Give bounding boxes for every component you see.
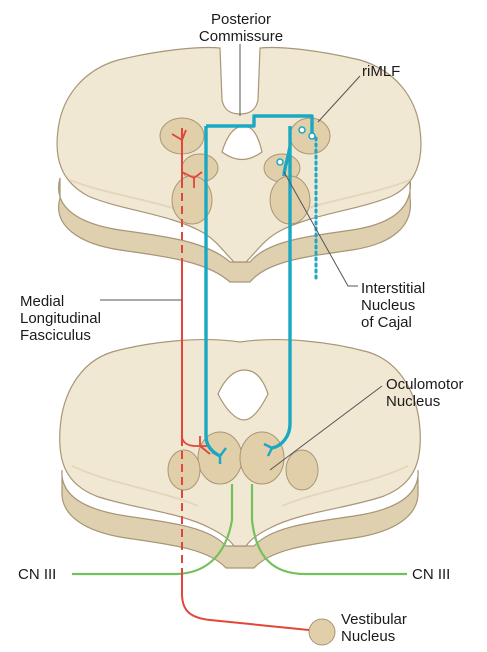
posterior-commissure-label-line1: Posterior (196, 11, 286, 28)
rimlf-label: riMLF (362, 63, 400, 80)
vestibular-nucleus-circle (309, 619, 335, 645)
right-lateral-nucleus (286, 450, 318, 490)
mlf-label-line1: Medial (20, 293, 101, 310)
cn3-right-label-text: CN III (412, 566, 450, 583)
lower-midbrain-section (60, 340, 421, 568)
right-oculomotor-nucleus (240, 432, 284, 484)
blue-interstitial-dot (277, 159, 283, 165)
interstitial-nucleus-label-line3: of Cajal (361, 314, 425, 331)
upper-midbrain-section (57, 48, 421, 283)
blue-rimlf-dot-b (309, 133, 315, 139)
mlf-red-to-vestibular (182, 568, 309, 630)
mlf-label: Medial Longitudinal Fasciculus (20, 293, 101, 344)
oculomotor-nucleus-label: Oculomotor Nucleus (386, 376, 464, 410)
mlf-label-line3: Fasciculus (20, 327, 101, 344)
oculomotor-nucleus-label-line1: Oculomotor (386, 376, 464, 393)
blue-rimlf-dot-a (299, 127, 305, 133)
left-lateral-nucleus (168, 450, 200, 490)
cn3-left-label: CN III (18, 566, 56, 583)
interstitial-nucleus-label-line2: Nucleus (361, 297, 425, 314)
posterior-commissure-label: Posterior Commissure (196, 11, 286, 45)
vestibular-nucleus-label-line2: Nucleus (341, 628, 407, 645)
rimlf-label-text: riMLF (362, 63, 400, 80)
vestibular-nucleus-label-line1: Vestibular (341, 611, 407, 628)
interstitial-nucleus-label-line1: Interstitial (361, 280, 425, 297)
oculomotor-nucleus-label-line2: Nucleus (386, 393, 464, 410)
vestibular-nucleus-label: Vestibular Nucleus (341, 611, 407, 645)
cn3-right-label: CN III (412, 566, 450, 583)
mlf-label-line2: Longitudinal (20, 310, 101, 327)
posterior-commissure-label-line2: Commissure (196, 28, 286, 45)
cn3-left-label-text: CN III (18, 566, 56, 583)
interstitial-nucleus-label: Interstitial Nucleus of Cajal (361, 280, 425, 331)
